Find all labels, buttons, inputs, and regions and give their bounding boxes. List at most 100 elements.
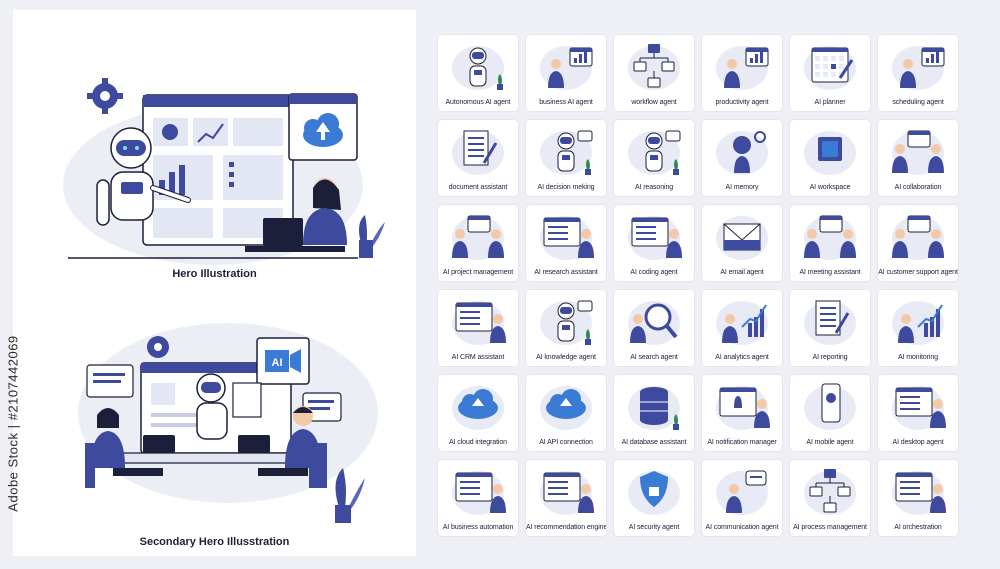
icon-card: AI notification manager (702, 375, 782, 451)
icon-card: AI project management (438, 205, 518, 281)
dashboard-icon (452, 471, 506, 515)
icon-card: AI security agent (614, 460, 694, 536)
icon-card: AI meeting assistant (790, 205, 870, 281)
report-icon (804, 300, 856, 345)
icon-card: AI coding agent (614, 205, 694, 281)
icon-card-label: business AI agent (539, 99, 593, 106)
icon-card: AI search agent (614, 290, 694, 366)
laptop-user-icon (716, 46, 769, 90)
icon-card: AI cloud integration (438, 375, 518, 451)
flowchart-icon (628, 44, 680, 90)
icon-card-label: Autonomous AI agent (445, 99, 511, 106)
icon-card: Autonomous AI agent (438, 35, 518, 111)
icon-card: workflow agent (614, 35, 694, 111)
icon-card-label: AI orchestration (894, 524, 942, 531)
icon-card: scheduling agent (878, 35, 958, 111)
search-ai-icon (540, 216, 594, 260)
icon-card-label: AI reasoning (634, 184, 674, 191)
ai-chip-icon (804, 131, 856, 175)
robot-chat-icon (540, 300, 593, 345)
icon-card-label: AI research assistant (534, 269, 598, 276)
icon-card: productivity agent (702, 35, 782, 111)
robot-icon (452, 46, 504, 90)
brain-icon (716, 131, 768, 175)
icon-card-label: AI CRM assistant (451, 354, 505, 361)
hero-robot-dashboard-icon (63, 78, 385, 265)
svg-text:AI: AI (272, 357, 283, 369)
headset-icon (892, 215, 944, 260)
icon-card-label: AI project management (442, 269, 514, 276)
icon-card: AI knowledge agent (526, 290, 606, 366)
icon-card: business AI agent (526, 35, 606, 111)
icon-card: AI recommendation engine (526, 460, 606, 536)
icon-card-label: AI monitoring (898, 354, 938, 361)
icon-card-label: AI email agent (720, 269, 764, 276)
magnifier-icon (628, 301, 680, 345)
icon-card: AI planner (790, 35, 870, 111)
board-users-icon (452, 215, 504, 260)
icon-card-label: AI collaboration (894, 184, 942, 191)
icon-card-label: AI mobile agent (806, 439, 854, 446)
robot-gears-icon (628, 130, 681, 175)
icon-card-label: AI process management (793, 524, 867, 531)
icon-card: AI API connection (526, 375, 606, 451)
icon-card-label: productivity agent (715, 99, 769, 106)
robot-question-icon (540, 130, 593, 175)
icon-card: AI database assistant (614, 375, 694, 451)
icon-card: AI reporting (790, 290, 870, 366)
hero-illustration: Hero Illustration (13, 10, 416, 283)
meeting-icon (804, 215, 856, 260)
icon-card: AI decision meking (526, 120, 606, 196)
calendar-user-icon (892, 46, 945, 90)
icon-card-label: AI memory (725, 184, 759, 191)
cloud-gear-icon (540, 386, 592, 430)
icon-card-label: workflow agent (631, 99, 677, 106)
icon-card: AI orchestration (878, 460, 958, 536)
icon-card-label: document assistant (448, 184, 508, 191)
icon-card: AI process management (790, 460, 870, 536)
icon-card: document assistant (438, 120, 518, 196)
gears-window-icon (892, 471, 946, 515)
cloud-upload-icon (452, 386, 504, 430)
icon-card: AI reasoning (614, 120, 694, 196)
code-window-icon (628, 216, 682, 260)
icon-card: AI workspace (790, 120, 870, 196)
shield-lock-icon (628, 471, 680, 515)
hero-panel: Hero Illustration AI (13, 10, 416, 556)
icon-card-label: AI API connection (539, 439, 593, 446)
icon-card: AI monitoring (878, 290, 958, 366)
icon-card-label: AI analytics agent (715, 354, 769, 361)
process-icon (804, 469, 856, 515)
secondary-hero-illustration: AI (13, 283, 416, 556)
icon-card: AI desktop agent (878, 375, 958, 451)
icon-card-label: AI decision meking (537, 184, 595, 191)
icon-card-label: AI recommendation engine (526, 524, 606, 531)
envelope-icon (716, 216, 768, 260)
icon-card-label: AI communication agent (705, 524, 779, 531)
icon-card: AI memory (702, 120, 782, 196)
icon-card: AI analytics agent (702, 290, 782, 366)
team-screen-icon (892, 130, 944, 175)
icon-card-label: AI reporting (812, 354, 848, 361)
secondary-hero-meeting-icon: AI (78, 323, 378, 523)
icon-card-label: AI planner (814, 99, 846, 106)
icon-grid: Autonomous AI agent business AI agent work… (438, 35, 958, 536)
icon-card-label: AI notification manager (707, 439, 777, 446)
icon-card-label: AI security agent (628, 524, 680, 531)
icon-card: AI customer support agent (878, 205, 958, 281)
icon-card-label: AI meeting assistant (799, 269, 861, 276)
icon-card: AI collaboration (878, 120, 958, 196)
crm-icon (452, 301, 506, 345)
monitor-icon (892, 386, 946, 430)
icon-card: AI research assistant (526, 205, 606, 281)
gift-icon (540, 471, 594, 515)
chat-bubble-icon (716, 470, 768, 515)
bar-chart-icon (716, 301, 768, 345)
icon-card-label: scheduling agent (892, 99, 944, 106)
calendar-pencil-icon (804, 46, 856, 90)
icon-card-label: AI knowledge agent (536, 354, 596, 361)
hero-caption: Hero Illustration (172, 268, 257, 280)
icon-card-label: AI coding agent (630, 269, 678, 276)
icon-card-label: AI database assistant (621, 439, 687, 446)
presenter-icon (540, 46, 593, 90)
